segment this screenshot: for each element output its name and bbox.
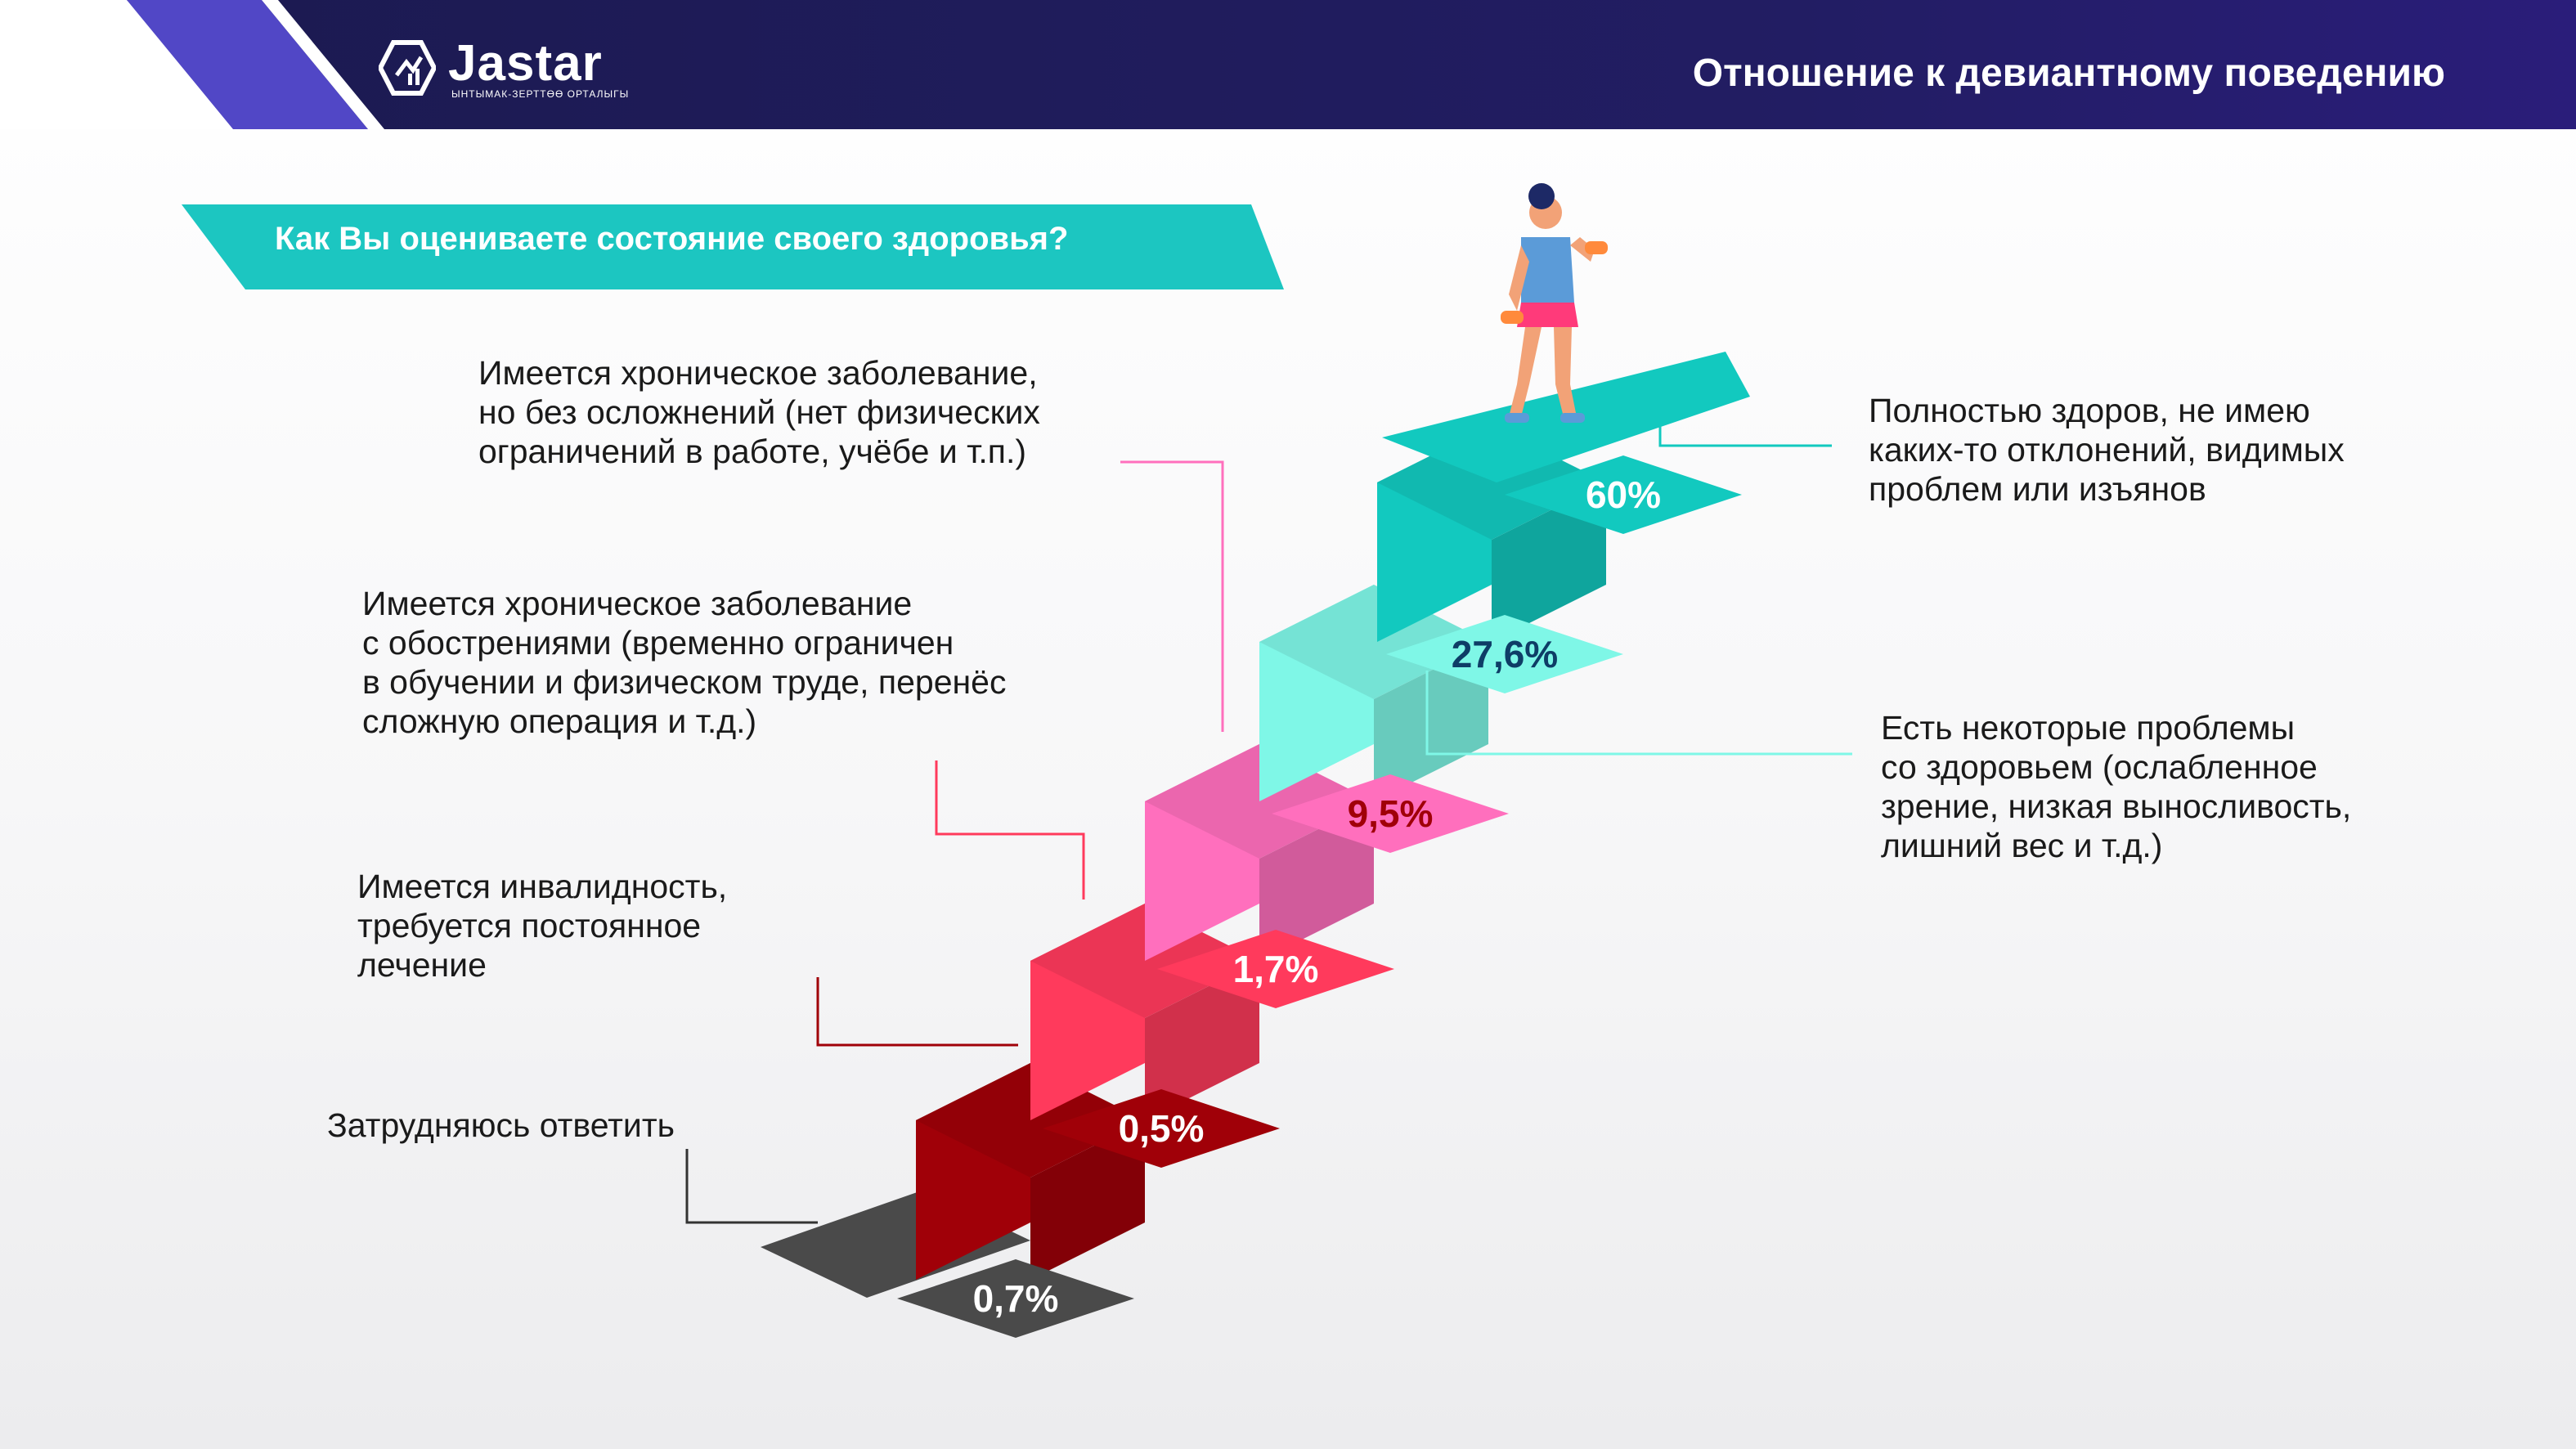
header-bar: Jastar ЫНТЫМАК-ЗЕРТТӨӨ ОРТАЛЫГЫ Отношени… [0,0,2576,129]
question-banner [182,204,1284,289]
header-stripe-purple [127,0,368,129]
value-badge-1 [1043,1089,1280,1168]
value-badge-5 [1505,455,1742,534]
brand-name: Jastar [448,35,603,92]
label-chronic-no-complications: Имеется хроническое заболевание, но без … [478,354,1040,470]
value-label-1: 0,5% [1119,1107,1205,1150]
value-badge-2 [1157,930,1394,1008]
label-hard-to-answer: Затрудняюсь ответить [327,1106,675,1144]
leader-line-5 [1425,671,1852,756]
leader-line-0 [685,1149,818,1224]
value-label-4: 27,6% [1452,633,1558,675]
header-stripe-white-2 [262,0,384,129]
header-background [0,0,2576,129]
brand-tagline: ЫНТЫМАК-ЗЕРТТӨӨ ОРТАЛЫГЫ [451,88,630,100]
value-badge-0 [897,1259,1134,1338]
leader-line-1 [816,977,1018,1047]
page-title: Отношение к девиантному поведению [1692,52,2445,95]
label-chronic-exacerbations: Имеется хроническое заболевание с обостр… [362,585,1007,740]
leader-line-2 [935,760,1085,899]
value-label-5: 60% [1586,473,1661,516]
step-side-4 [1374,642,1488,801]
value-label-2: 1,7% [1233,948,1319,990]
value-label-0: 0,7% [973,1277,1059,1320]
step-side-1 [1030,1120,1145,1280]
label-some-problems: Есть некоторые проблемы со здоровьем (ос… [1881,709,2352,864]
leader-line-4 [1658,425,1832,447]
value-label-3: 9,5% [1348,792,1434,835]
label-fully-healthy: Полностью здоров, не имею каких-то откло… [1869,392,2345,508]
brand-logo-icon [379,40,436,96]
header-stripe-white [0,0,262,129]
woman-with-dumbbells-icon [1501,183,1608,423]
step-side-5 [1492,482,1606,642]
value-badge-3 [1272,774,1509,853]
leader-line-3 [1120,460,1224,732]
question-title: Как Вы оцениваете состояние своего здоро… [275,221,1069,257]
step-side-3 [1259,801,1374,961]
value-badge-4 [1386,615,1623,693]
step-side-2 [1145,961,1259,1120]
label-disability: Имеется инвалидность, требуется постоянн… [357,868,728,984]
